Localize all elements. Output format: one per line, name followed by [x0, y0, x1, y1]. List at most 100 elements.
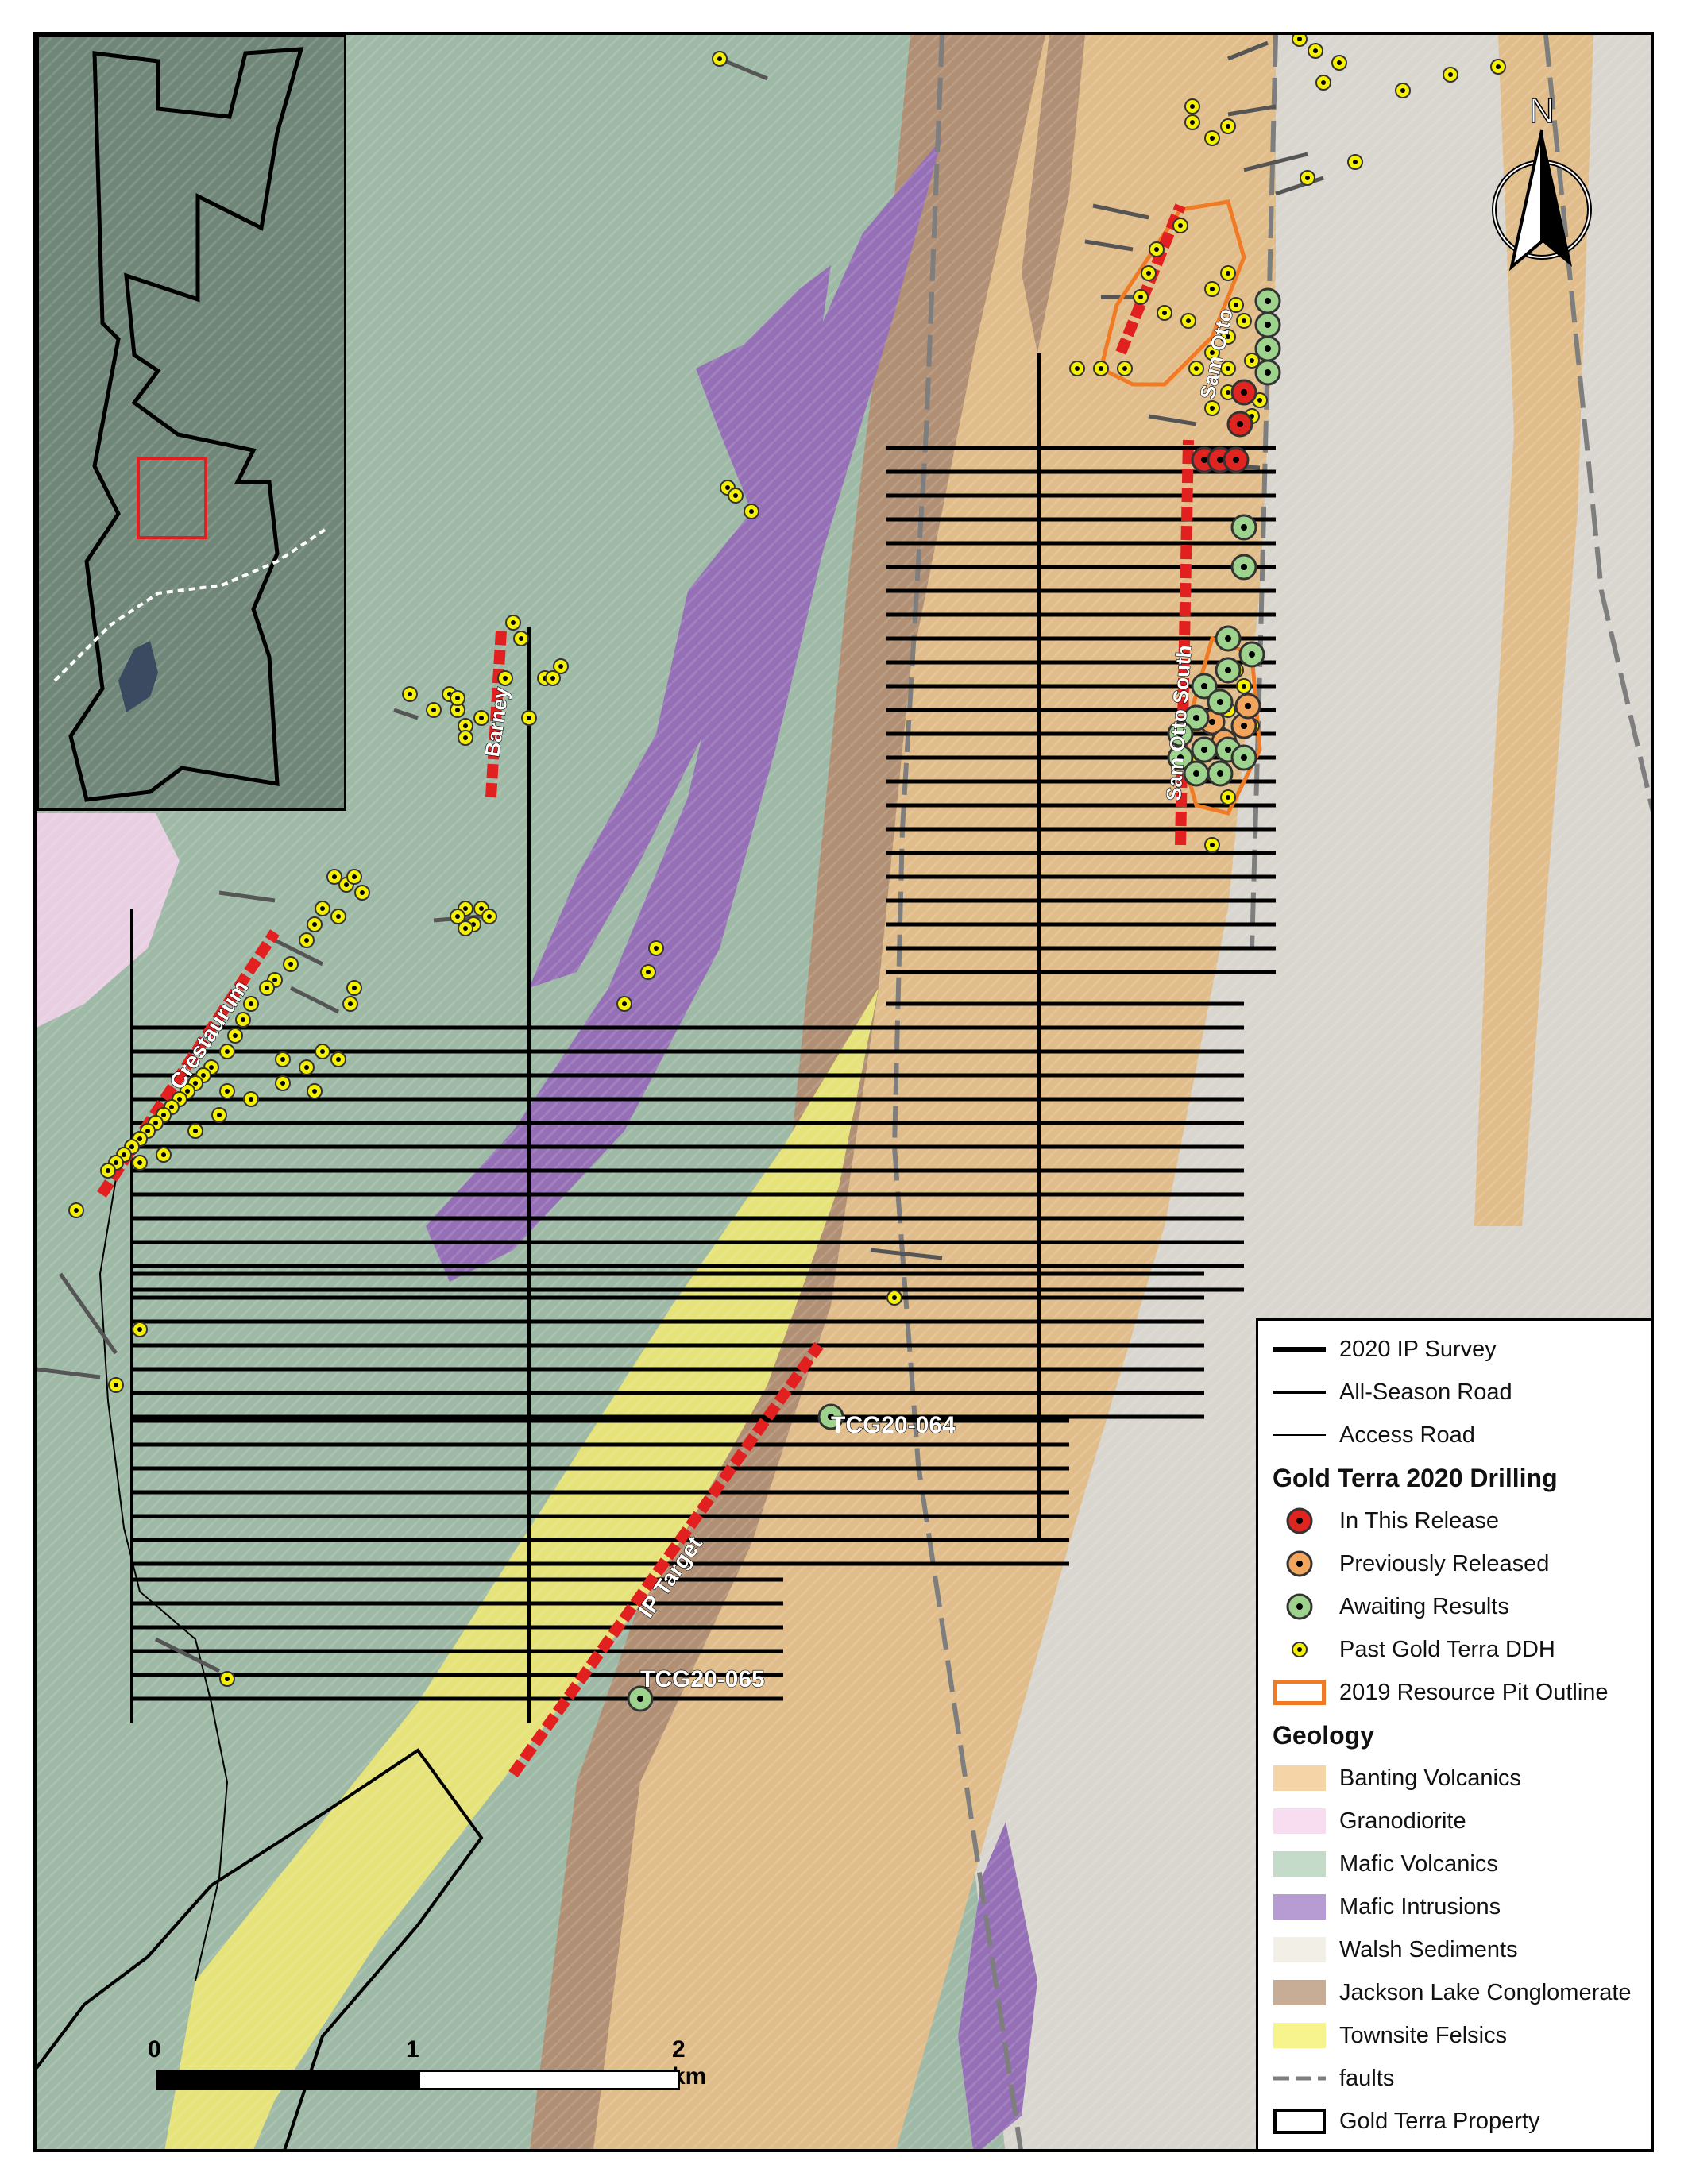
- legend-walsh-sediments: Walsh Sediments: [1271, 1932, 1518, 1967]
- previously-released-collar-icon: [1271, 1546, 1328, 1581]
- past-ddh-collar: [458, 920, 473, 936]
- awaiting-results-collar: [1230, 744, 1257, 771]
- svg-text:N: N: [1529, 91, 1555, 130]
- past-ddh-collar: [342, 996, 358, 1012]
- mafic-volcanics-swatch: [1273, 1851, 1326, 1877]
- legend-awaiting-results: Awaiting Results: [1271, 1589, 1509, 1624]
- past-ddh-collar: [1220, 118, 1236, 134]
- legend-granodiorite: Granodiorite: [1271, 1804, 1466, 1839]
- inset-property-outline: [68, 47, 304, 802]
- past-ddh-collar: [1184, 98, 1200, 114]
- mafic-intrusions-swatch: [1273, 1894, 1326, 1920]
- legend-jackson-lake-conglomerate: Jackson Lake Conglomerate: [1271, 1975, 1632, 2010]
- legend-past-ddh: Past Gold Terra DDH: [1271, 1632, 1555, 1667]
- past-ddh-collar: [156, 1147, 172, 1163]
- scale-bar-white: [418, 2070, 680, 2090]
- past-ddh-collar: [1180, 313, 1196, 329]
- past-ddh-collar: [1093, 361, 1109, 376]
- property-outline-swatch: [1273, 2109, 1326, 2134]
- awaiting-results-collar: [1254, 287, 1281, 314]
- drill-trace: [1227, 41, 1269, 61]
- legend-access-road: Access Road: [1271, 1418, 1475, 1453]
- legend-label: All-Season Road: [1339, 1379, 1512, 1405]
- past-ddh-collar: [497, 670, 513, 686]
- drill-trace: [1227, 104, 1277, 117]
- awaiting-results-collar: [1191, 736, 1218, 763]
- drill-trace: [289, 986, 340, 1014]
- legend-in-this-release: In This Release: [1271, 1503, 1499, 1538]
- drill-traces: [37, 41, 1324, 1673]
- past-ddh-collar: [640, 964, 656, 980]
- past-ddh-collar: [346, 980, 362, 996]
- drill-trace: [58, 1272, 118, 1355]
- in-release-collar: [1223, 446, 1250, 473]
- past-ddh-collar: [1149, 241, 1165, 257]
- past-ddh-collar: [712, 51, 728, 67]
- past-ddh-collar: [275, 1075, 291, 1091]
- map-legend: 2020 IP Survey All-Season Road Access Ro…: [1256, 1318, 1651, 2149]
- past-ddh-collar: [1220, 789, 1236, 805]
- past-ddh-collar: [458, 730, 473, 746]
- past-ddh-collar: [1331, 55, 1347, 71]
- resource-pit-outline: [1099, 199, 1246, 387]
- drill-trace: [218, 890, 276, 903]
- past-ddh-collar: [1308, 43, 1323, 59]
- legend-label: Past Gold Terra DDH: [1339, 1636, 1555, 1662]
- inset-svg: [39, 37, 344, 808]
- past-ddh-collar: [330, 1051, 346, 1067]
- legend-mafic-intrusions: Mafic Intrusions: [1271, 1889, 1501, 1924]
- past-ddh-collar: [426, 702, 442, 718]
- legend-label: Granodiorite: [1339, 1808, 1466, 1834]
- past-ddh-collar: [481, 909, 497, 924]
- past-ddh-collar: [346, 869, 362, 885]
- awaiting-results-collar: [1183, 760, 1210, 787]
- past-ddh-collar: [315, 901, 330, 916]
- awaiting-results-collar-icon: [1271, 1589, 1328, 1624]
- drill-collars: [68, 35, 1506, 1712]
- inset-extent-box: [137, 457, 207, 539]
- drill-trace: [719, 56, 768, 81]
- walsh-sediments-swatch: [1273, 1937, 1326, 1962]
- label-tcg20-065: TCG20-065: [640, 1666, 765, 1692]
- past-ddh-collar: [227, 1028, 243, 1044]
- past-ddh-collar: [243, 1091, 259, 1107]
- past-ddh-collar: [1157, 305, 1172, 321]
- legend-label: Mafic Volcanics: [1339, 1850, 1498, 1877]
- previously-released-collar: [1234, 693, 1261, 720]
- past-ddh-collar: [132, 1322, 148, 1337]
- past-ddh-collar: [1315, 75, 1331, 91]
- past-ddh-collar: [553, 658, 569, 674]
- awaiting-results-collar: [1254, 359, 1281, 386]
- past-ddh-collar: [1141, 265, 1157, 281]
- legend-label: Jackson Lake Conglomerate: [1339, 1979, 1632, 2005]
- drill-trace: [37, 1367, 101, 1379]
- legend-label: Banting Volcanics: [1339, 1765, 1521, 1791]
- in-release-collar-icon: [1271, 1503, 1328, 1538]
- past-ddh-collar: [211, 1107, 227, 1123]
- awaiting-results-collar: [1230, 554, 1257, 581]
- banting-volcanics-swatch: [1273, 1765, 1326, 1791]
- legend-label: Access Road: [1339, 1422, 1475, 1448]
- location-inset-map: [37, 35, 346, 811]
- in-release-collar: [1226, 411, 1253, 438]
- legend-drilling-heading: Gold Terra 2020 Drilling: [1273, 1464, 1558, 1492]
- drill-trace: [1092, 203, 1149, 220]
- barney-trend: [485, 630, 507, 798]
- inset-rail-line: [53, 528, 326, 682]
- fault-line-icon: [1271, 2061, 1328, 2096]
- past-ddh-collar: [505, 615, 521, 631]
- past-ddh-collar: [1204, 400, 1220, 416]
- legend-label: Walsh Sediments: [1339, 1936, 1518, 1962]
- map-frame[interactable]: Crestaurum Barney Sam Otto Sam Otto Sout…: [33, 32, 1654, 2152]
- legend-label: Gold Terra Property: [1339, 2108, 1540, 2134]
- granodiorite-swatch: [1273, 1808, 1326, 1834]
- north-arrow-icon: N: [1492, 91, 1592, 272]
- property-boundary: [37, 1748, 484, 2149]
- past-ddh-collar: [1490, 59, 1506, 75]
- past-ddh-collar: [1204, 345, 1220, 361]
- scale-tick-0: 0: [148, 2036, 161, 2062]
- legend-townsite-felsics: Townsite Felsics: [1271, 2018, 1507, 2053]
- legend-property: Gold Terra Property: [1271, 2104, 1540, 2139]
- past-ddh-collar: [1184, 114, 1200, 130]
- legend-pit-outline: 2019 Resource Pit Outline: [1271, 1675, 1609, 1710]
